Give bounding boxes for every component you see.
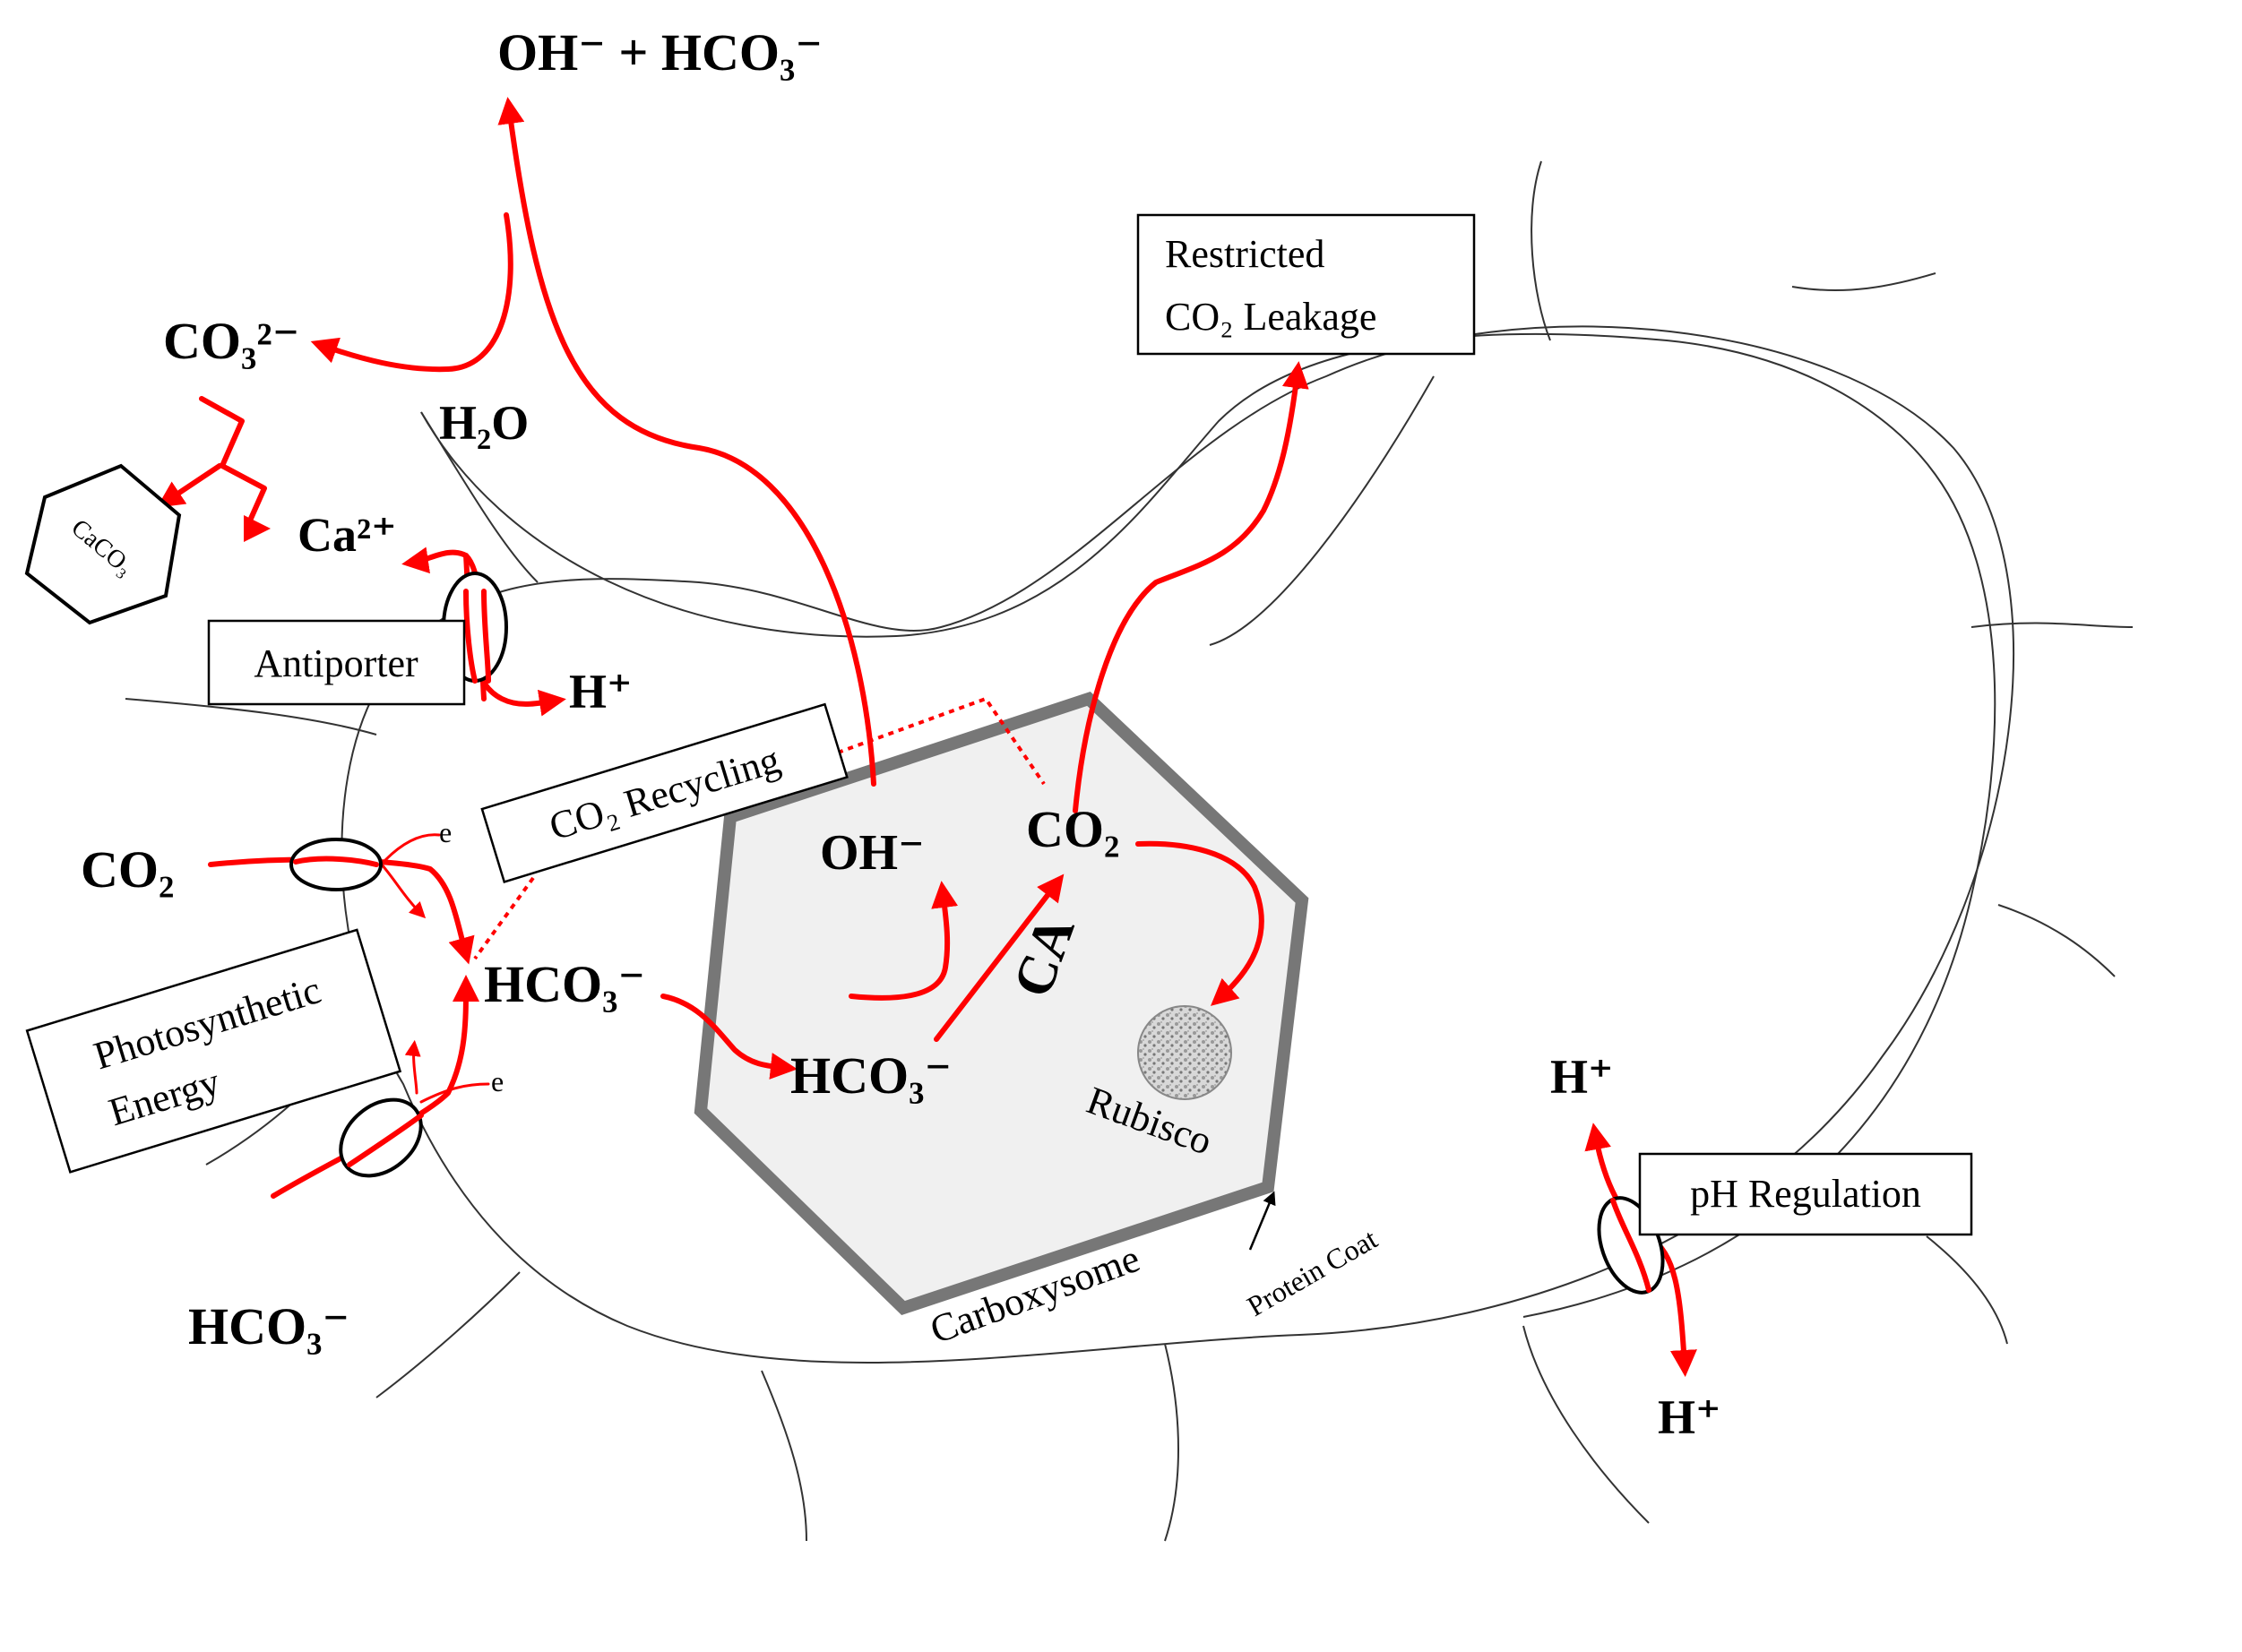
recycling-line-2: [473, 876, 535, 960]
rubisco-complex: [1137, 1005, 1232, 1100]
hco3-uptake-transporter: [339, 1097, 423, 1178]
antiporter-label: Antiporter: [254, 641, 418, 685]
cell-membrane: [341, 325, 2014, 1364]
arrow-oh-export: [497, 97, 876, 787]
arrow-caco3-precipitation: [199, 396, 271, 542]
caco3-crystal: [24, 463, 182, 625]
restricted-leakage-box: [1136, 213, 1476, 356]
restricted-label-1: Restricted: [1165, 232, 1324, 276]
h2o-label: H₂O: [439, 396, 529, 450]
ph-channel-path: [1610, 1198, 1651, 1293]
restricted-label-2: CO₂ Leakage: [1165, 295, 1376, 339]
antiporter-path-a: [463, 589, 478, 684]
e-bottom-label: e: [491, 1065, 504, 1097]
hco3-cytosol-label: HCO₃⁻: [484, 955, 645, 1013]
ca2plus-label: Ca²⁺: [297, 508, 397, 562]
h-plus-top-label: H⁺: [1550, 1050, 1614, 1104]
oh-carboxysome-label: OH⁻: [820, 825, 925, 881]
co2-carboxysome-label: CO₂: [1026, 800, 1119, 858]
antiporter-path-b: [481, 589, 491, 684]
h-plus-bottom-label: H⁺: [1658, 1390, 1721, 1444]
protein-coat-label: Protein Coat: [1242, 1222, 1383, 1322]
antiporter-box: [207, 619, 466, 706]
arrow-ca-conversion: [934, 873, 1065, 1042]
arrow-zigzag-side: [157, 463, 222, 508]
hco3-outside-label: HCO₃⁻: [188, 1297, 349, 1355]
h-plus-antiporter-label: H⁺: [569, 665, 633, 718]
photosynthetic-energy-box: Photosynthetic Energy: [25, 928, 402, 1174]
carboxysome: [694, 692, 1309, 1315]
co2-outside-label: CO₂: [81, 840, 174, 899]
co3-label: CO₃²⁻: [163, 312, 299, 370]
recycling-line-1: [837, 696, 1046, 786]
arrow-co2-leakage: [1073, 361, 1309, 813]
arrow-co3-formation: [310, 212, 513, 373]
oh-hco3-top-label: OH⁻ + HCO₃⁻: [497, 23, 823, 82]
arrow-co2-to-rubisco: [1135, 840, 1264, 1006]
e-top-label: e: [439, 816, 452, 848]
co2-uptake-transporter: [289, 838, 383, 891]
hco3-transporter-path: [347, 1113, 424, 1167]
protein-coat-pointer: [1248, 1191, 1276, 1251]
arrow-hco3-branch: [404, 1039, 421, 1095]
arrow-hco3-import-carboxysome: [660, 994, 798, 1080]
ph-regulation-box: [1638, 1152, 1973, 1236]
ph-regulation-label: pH Regulation: [1690, 1172, 1921, 1216]
arrow-oh-formation: [849, 881, 959, 1001]
e-flow-top: [384, 833, 441, 862]
arrow-hco3-uptake: [271, 975, 479, 1199]
e-flow-bottom: [419, 1082, 490, 1104]
hco3-carboxysome-label: HCO₃⁻: [790, 1046, 952, 1105]
arrow-co2-uptake: [208, 856, 475, 965]
cell-envelope: [420, 332, 1996, 1318]
co2-transporter-path: [293, 856, 379, 867]
